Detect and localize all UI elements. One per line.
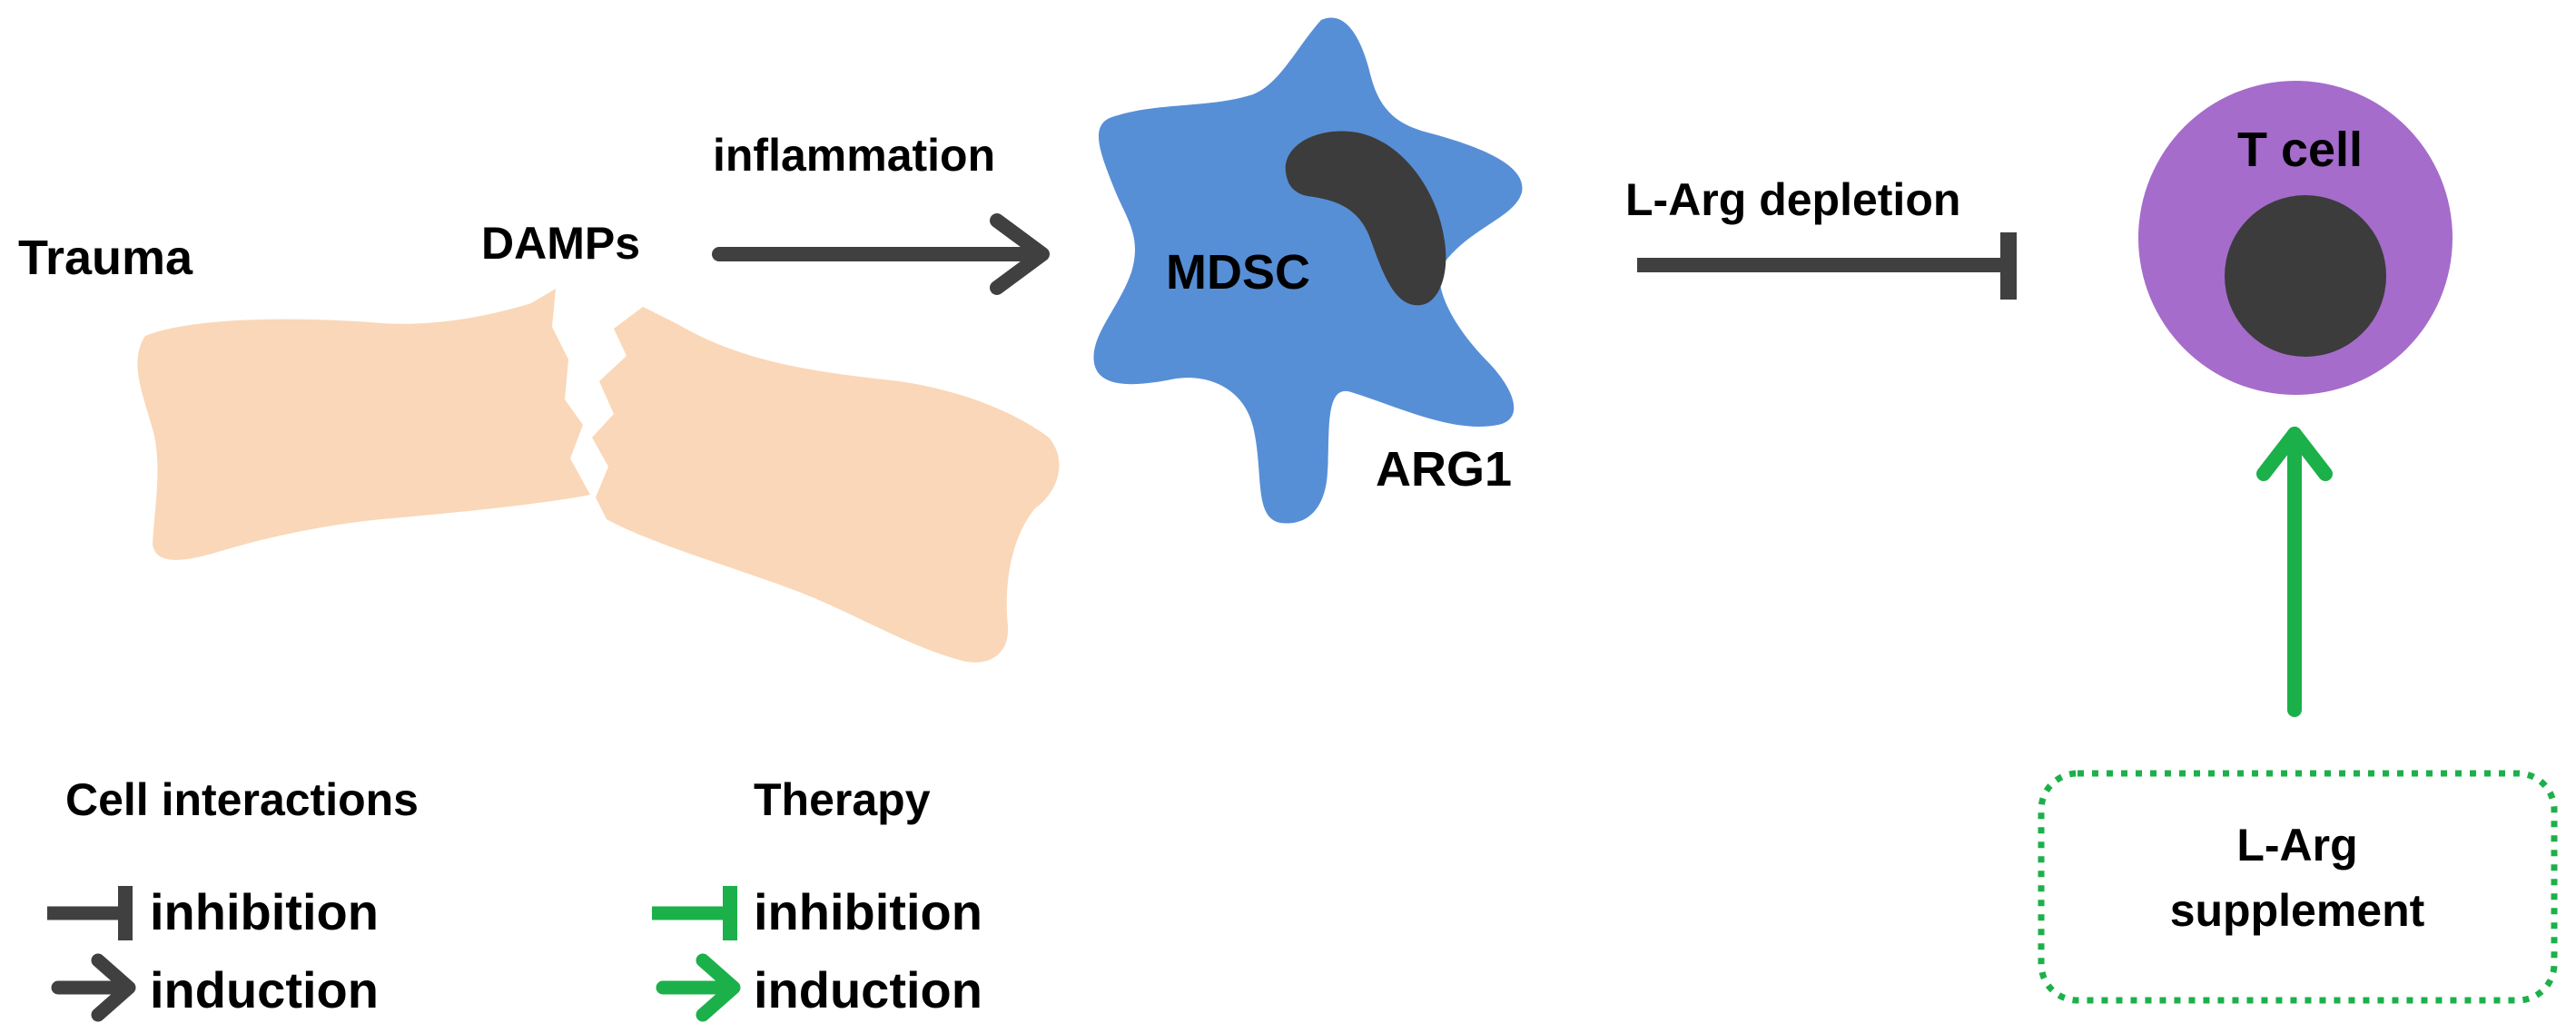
therapy-induction-arrow <box>2256 427 2333 717</box>
arg1-label: ARG1 <box>1376 442 1512 497</box>
legend-inhibition-symbol-gray <box>47 886 133 940</box>
legend-therapy: Therapy inhibition induction <box>652 774 982 1022</box>
t-cell-label: T cell <box>2237 123 2363 177</box>
mdsc-label: MDSC <box>1166 245 1310 300</box>
inhibition-line-mdsc-to-tcell <box>1637 232 2017 300</box>
damps-label: DAMPs <box>481 218 640 269</box>
l-arg-supplement-box <box>2038 770 2558 1004</box>
legend-cell-interactions-title: Cell interactions <box>65 774 419 825</box>
t-cell-nucleus <box>2225 195 2386 357</box>
t-cell <box>2138 81 2453 395</box>
legend-induction-symbol-gray <box>51 953 136 1022</box>
l-arg-depletion-label: L-Arg depletion <box>1625 174 1960 225</box>
broken-bone <box>137 289 1060 663</box>
induction-arrow-damps-to-mdsc <box>712 213 1050 295</box>
legend-induction-symbol-green <box>656 953 741 1022</box>
mdsc-cell <box>1093 17 1523 524</box>
bone-right-fragment <box>592 307 1060 663</box>
legend-cell-induction-label: induction <box>150 961 379 1018</box>
legend-cell-inhibition-label: inhibition <box>150 883 379 940</box>
mdsc-nucleus <box>1285 131 1446 306</box>
legend-therapy-inhibition-label: inhibition <box>754 883 982 940</box>
inflammation-label: inflammation <box>713 130 995 181</box>
supplement-label-line2: supplement <box>2170 885 2425 936</box>
legend-cell-interactions: Cell interactions inhibition induction <box>47 774 419 1022</box>
bone-left-fragment <box>137 289 590 560</box>
legend-therapy-title: Therapy <box>754 774 931 825</box>
supplement-label-line1: L-Arg <box>2236 820 2357 871</box>
legend-therapy-induction-label: induction <box>754 961 982 1018</box>
mdsc-body <box>1093 17 1523 524</box>
legend-inhibition-symbol-green <box>652 886 737 940</box>
trauma-label: Trauma <box>18 231 193 285</box>
